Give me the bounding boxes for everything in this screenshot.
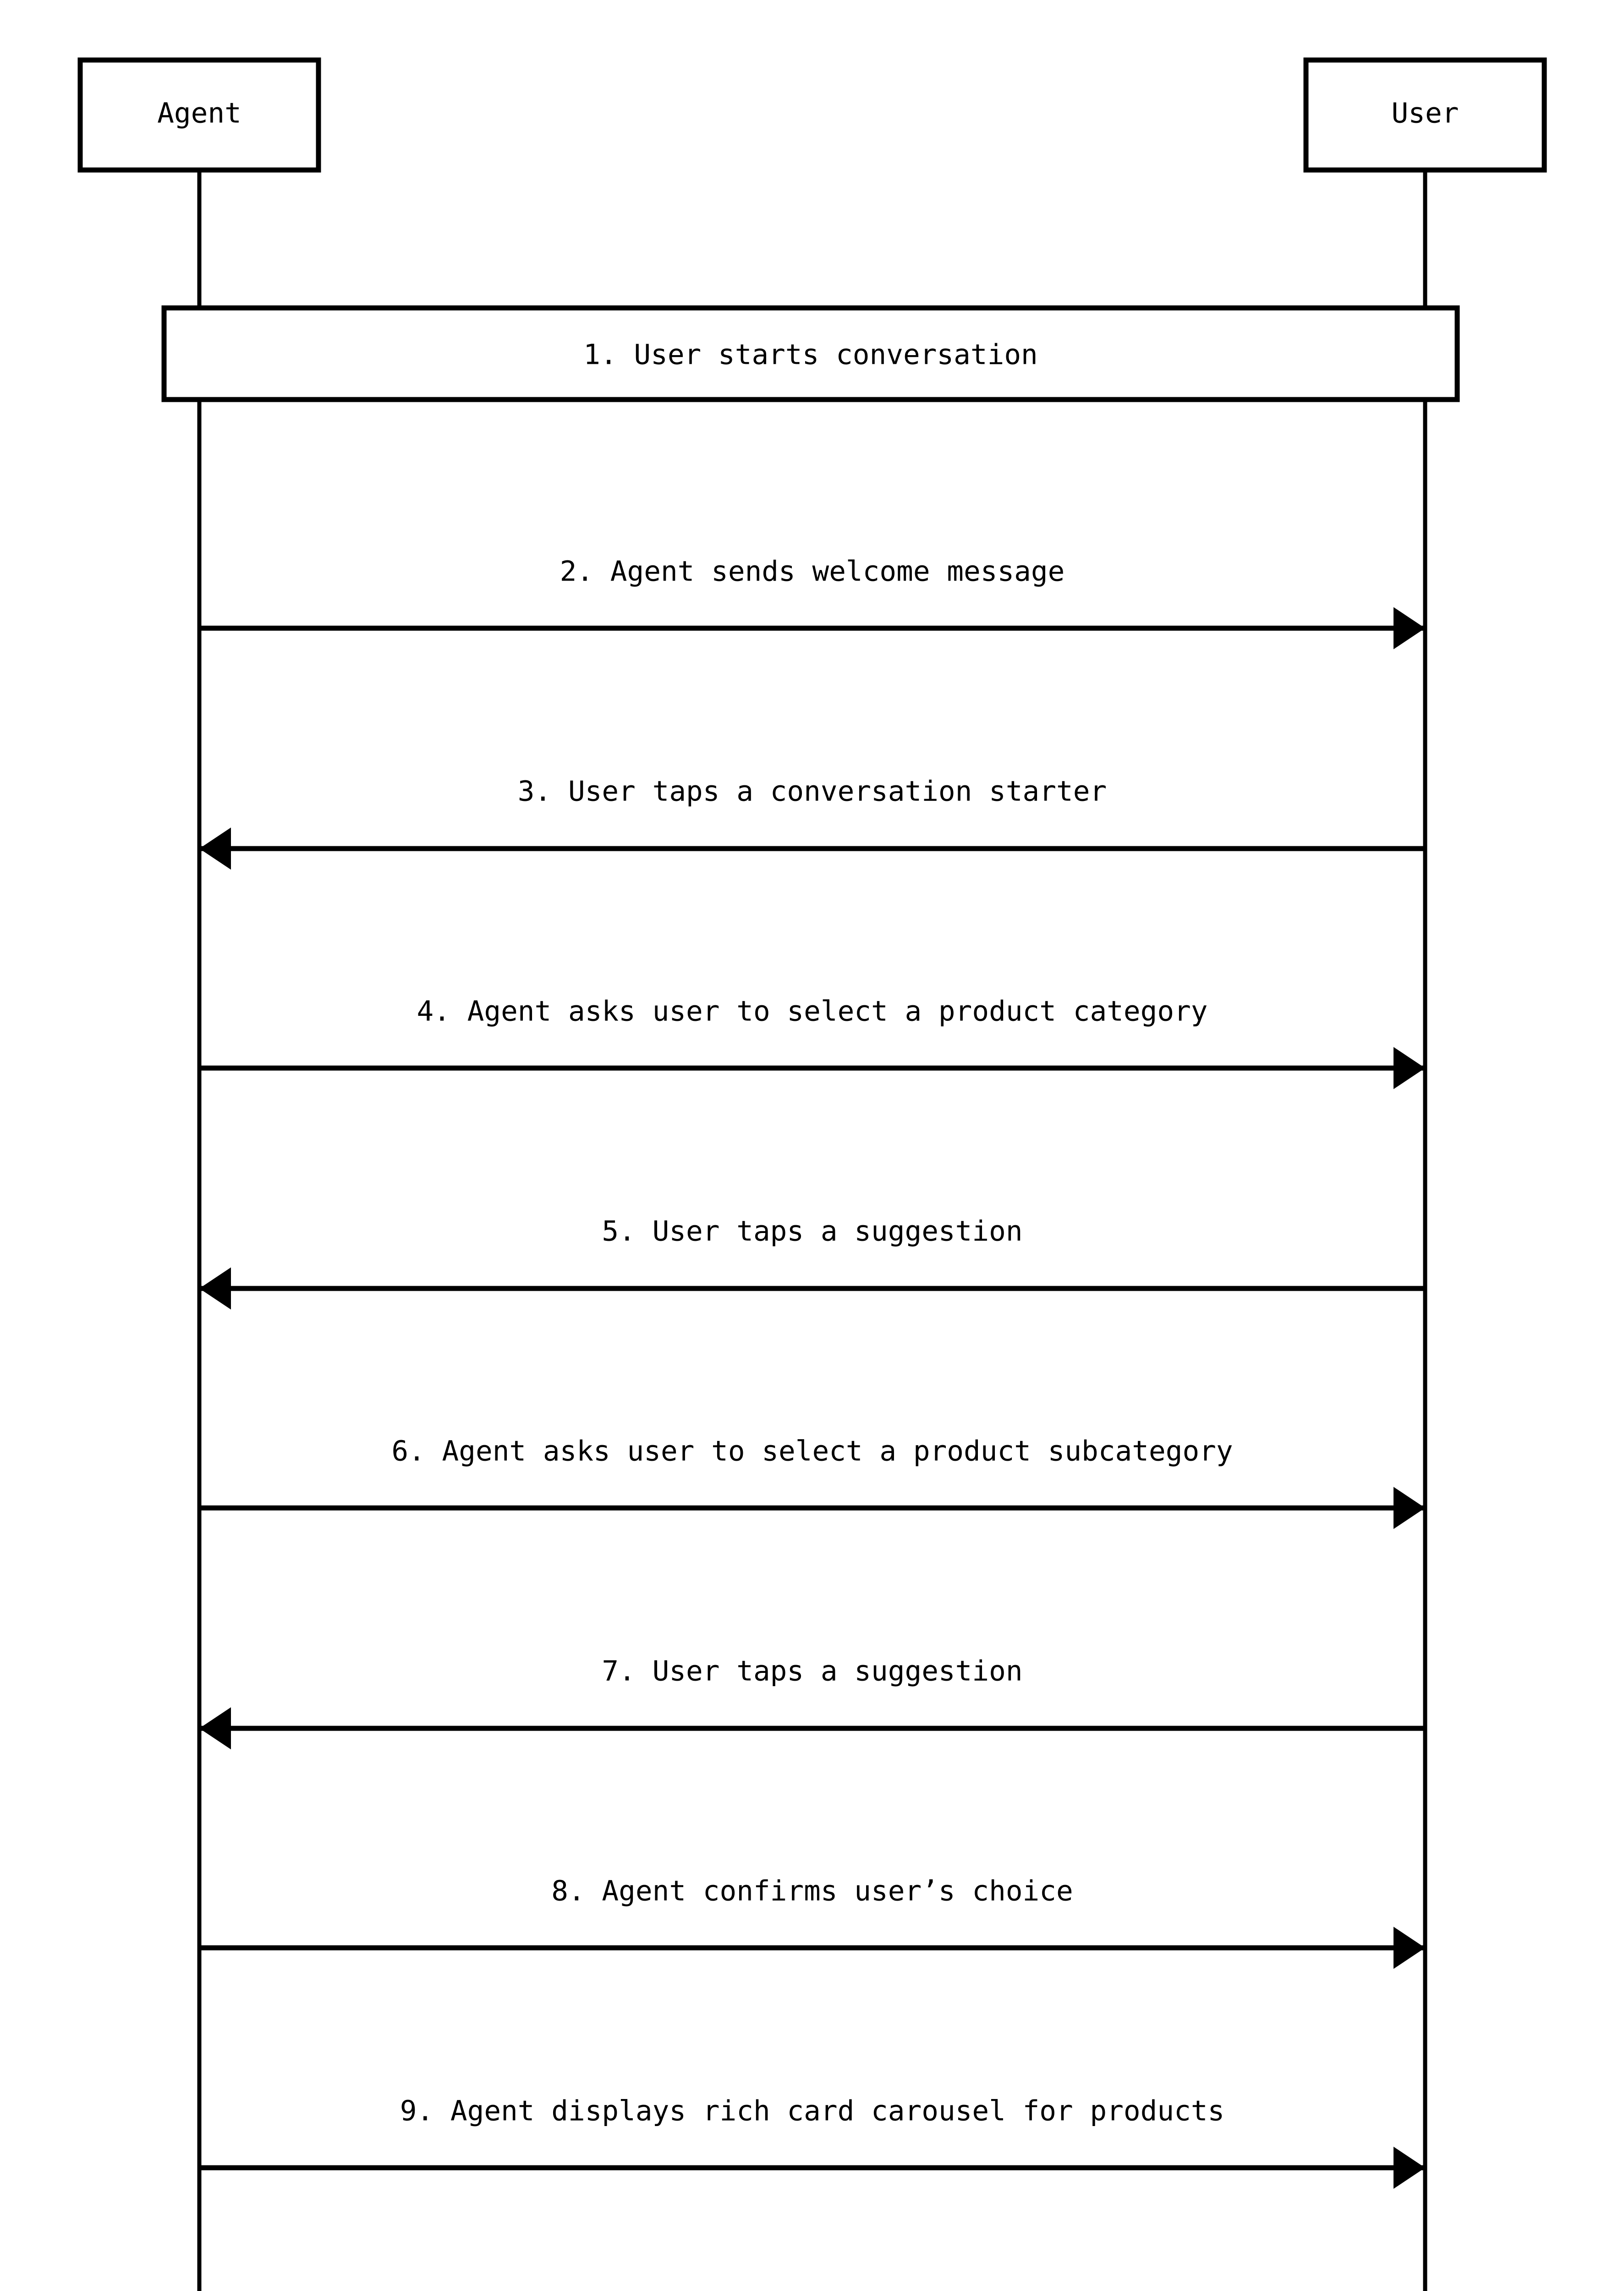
note-label-1: 1. User starts conversation bbox=[583, 339, 1038, 371]
message-arrow-head-8 bbox=[1394, 1927, 1425, 1969]
message-label-4: 4. Agent asks user to select a product c… bbox=[417, 995, 1207, 1028]
note-box-1 bbox=[161, 305, 1460, 402]
message-label-9: 9. Agent displays rich card carousel for… bbox=[400, 2095, 1225, 2127]
message-arrow-head-3 bbox=[199, 828, 231, 870]
message-label-8: 8. Agent confirms user’s choice bbox=[551, 1875, 1073, 1907]
message-label-7: 7. User taps a suggestion bbox=[602, 1655, 1022, 1688]
message-arrow-head-4 bbox=[1394, 1047, 1425, 1089]
message-arrow-head-7 bbox=[199, 1707, 231, 1749]
message-arrow-head-2 bbox=[1394, 607, 1425, 649]
message-arrow-head-6 bbox=[1394, 1487, 1425, 1529]
participant-label-user-top: User bbox=[1392, 97, 1459, 130]
message-arrow-head-9 bbox=[1394, 2147, 1425, 2189]
participants-group: AgentAgentUserUser bbox=[77, 57, 1547, 173]
lifelines-group bbox=[197, 170, 1427, 2291]
message-label-6: 6. Agent asks user to select a product s… bbox=[391, 1435, 1233, 1468]
participant-box-user-top[interactable] bbox=[1303, 57, 1547, 173]
message-label-2: 2. Agent sends welcome message bbox=[560, 555, 1065, 588]
participant-label-agent-top: Agent bbox=[157, 97, 241, 130]
message-label-3: 3. User taps a conversation starter bbox=[518, 775, 1107, 808]
participant-box-agent-top[interactable] bbox=[77, 57, 321, 173]
message-label-5: 5. User taps a suggestion bbox=[602, 1215, 1022, 1248]
message-arrow-head-5 bbox=[199, 1267, 231, 1310]
messages-group: 1. User starts conversation 2. Agent send… bbox=[161, 305, 1460, 2189]
